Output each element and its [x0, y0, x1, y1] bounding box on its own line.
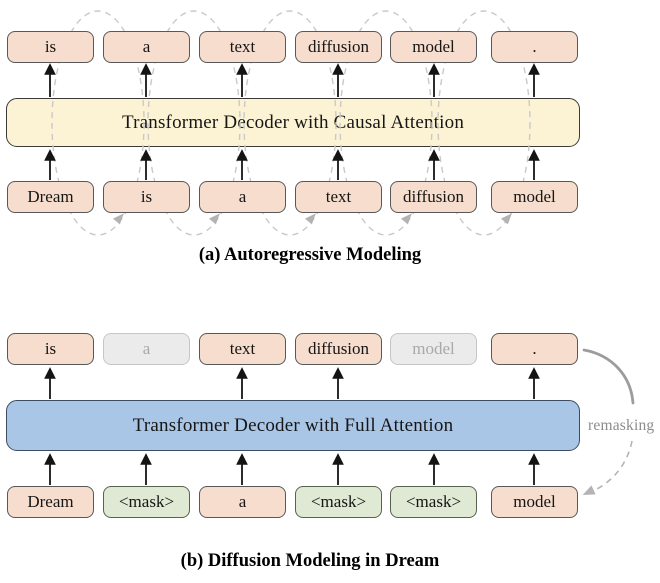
panel-b-input-row: Dream<mask>a<mask><mask>model	[0, 486, 660, 518]
token-is: is	[103, 181, 190, 213]
token-diffusion: diffusion	[295, 333, 382, 365]
caption-panel-b: (b) Diffusion Modeling in Dream	[180, 551, 440, 571]
token-Dream: Dream	[7, 486, 94, 518]
decoder-full-attention: Transformer Decoder with Full Attention	[6, 400, 580, 451]
caption-panel-a: (a) Autoregressive Modeling	[198, 245, 422, 265]
token-dot: .	[491, 31, 578, 63]
remasking-label: remasking	[588, 417, 655, 434]
token-diffusion: diffusion	[295, 31, 382, 63]
token-mask: <mask>	[103, 486, 190, 518]
token-diffusion: diffusion	[390, 181, 477, 213]
token-mask: <mask>	[390, 486, 477, 518]
token-model: model	[390, 333, 477, 365]
token-is: is	[7, 333, 94, 365]
token-a: a	[103, 31, 190, 63]
token-a: a	[103, 333, 190, 365]
token-Dream: Dream	[7, 181, 94, 213]
token-text: text	[199, 31, 286, 63]
token-dot: .	[491, 333, 578, 365]
token-model: model	[491, 486, 578, 518]
token-text: text	[295, 181, 382, 213]
token-text: text	[199, 333, 286, 365]
token-model: model	[491, 181, 578, 213]
decoder-causal-attention: Transformer Decoder with Causal Attentio…	[6, 98, 580, 147]
token-model: model	[390, 31, 477, 63]
token-a: a	[199, 181, 286, 213]
token-mask: <mask>	[295, 486, 382, 518]
remasking-arc-bottom	[590, 440, 633, 493]
token-a: a	[199, 486, 286, 518]
token-is: is	[7, 31, 94, 63]
